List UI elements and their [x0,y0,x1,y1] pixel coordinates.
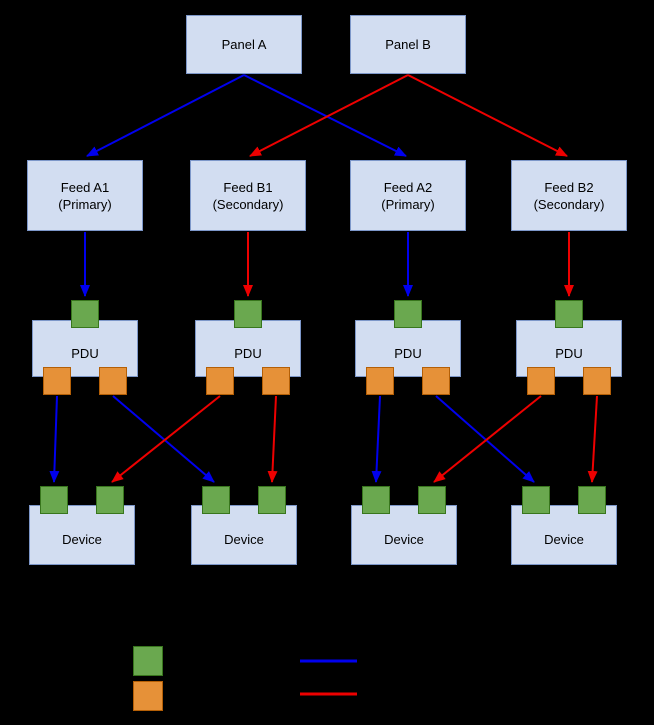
edge-panel-a-to-feed-a2 [243,74,407,157]
edge-panel-b-to-feed-b1 [249,74,409,157]
edge-panel-b-to-feed-b2 [407,74,568,157]
edge-pdu-4-to-device-3 [433,395,542,483]
device-3-input-port-right [418,486,446,514]
edge-pdu-1-to-device-2 [112,395,215,483]
feed-b1-sublabel: (Secondary) [212,196,284,212]
edge-pdu-1-to-device-1 [49,395,60,483]
device-1-input-port-left [40,486,68,514]
pdu-2-output-port-right [262,367,290,395]
pdu-2-input-port [234,300,262,328]
device-4-node: Device [511,505,617,565]
pdu-2-label: PDU [234,346,262,361]
edge-pdu-4-to-device-4 [587,395,598,483]
device-3-label: Device [384,531,424,547]
edge-pdu-2-to-device-1 [111,395,221,483]
feed-b2-node: Feed B2 (Secondary) [511,160,627,231]
edge-pdu-3-to-device-4 [435,395,535,483]
legend-output-port-swatch [133,681,163,711]
device-2-node: Device [191,505,297,565]
pdu-1-output-port-left [43,367,71,395]
feed-b2-sublabel: (Secondary) [533,196,605,212]
pdu-3-label: PDU [394,346,422,361]
pdu-3-input-port [394,300,422,328]
pdu-4-output-port-left [527,367,555,395]
device-2-label: Device [224,531,264,547]
pdu-4-label: PDU [555,346,583,361]
pdu-3-output-port-left [366,367,394,395]
panel-b-label: Panel B [385,37,431,52]
pdu-1-output-port-right [99,367,127,395]
feed-b1-label: Feed B1 [223,179,273,195]
pdu-1-label: PDU [71,346,99,361]
device-4-input-port-left [522,486,550,514]
pdu-1-input-port [71,300,99,328]
feed-a2-label: Feed A2 [383,179,433,195]
edge-pdu-3-to-device-3 [371,395,382,483]
panel-a-node: Panel A [186,15,302,74]
pdu-3-output-port-right [422,367,450,395]
feed-a1-node: Feed A1 (Primary) [27,160,143,231]
device-3-input-port-left [362,486,390,514]
feed-b1-node: Feed B1 (Secondary) [190,160,306,231]
feed-b2-label: Feed B2 [544,179,594,195]
device-1-node: Device [29,505,135,565]
legend-input-port-swatch [133,646,163,676]
device-1-label: Device [62,531,102,547]
feed-a2-sublabel: (Primary) [381,196,435,212]
pdu-2-output-port-left [206,367,234,395]
feed-a1-label: Feed A1 [60,179,110,195]
panel-a-label: Panel A [221,37,267,52]
edge-pdu-2-to-device-2 [267,395,278,483]
panel-b-node: Panel B [350,15,466,74]
edge-panel-a-to-feed-a1 [86,74,245,157]
device-2-input-port-left [202,486,230,514]
device-2-input-port-right [258,486,286,514]
pdu-4-output-port-right [583,367,611,395]
device-1-input-port-right [96,486,124,514]
feed-a1-sublabel: (Primary) [58,196,112,212]
device-4-label: Device [544,531,584,547]
device-4-input-port-right [578,486,606,514]
feed-a2-node: Feed A2 (Primary) [350,160,466,231]
device-3-node: Device [351,505,457,565]
pdu-4-input-port [555,300,583,328]
